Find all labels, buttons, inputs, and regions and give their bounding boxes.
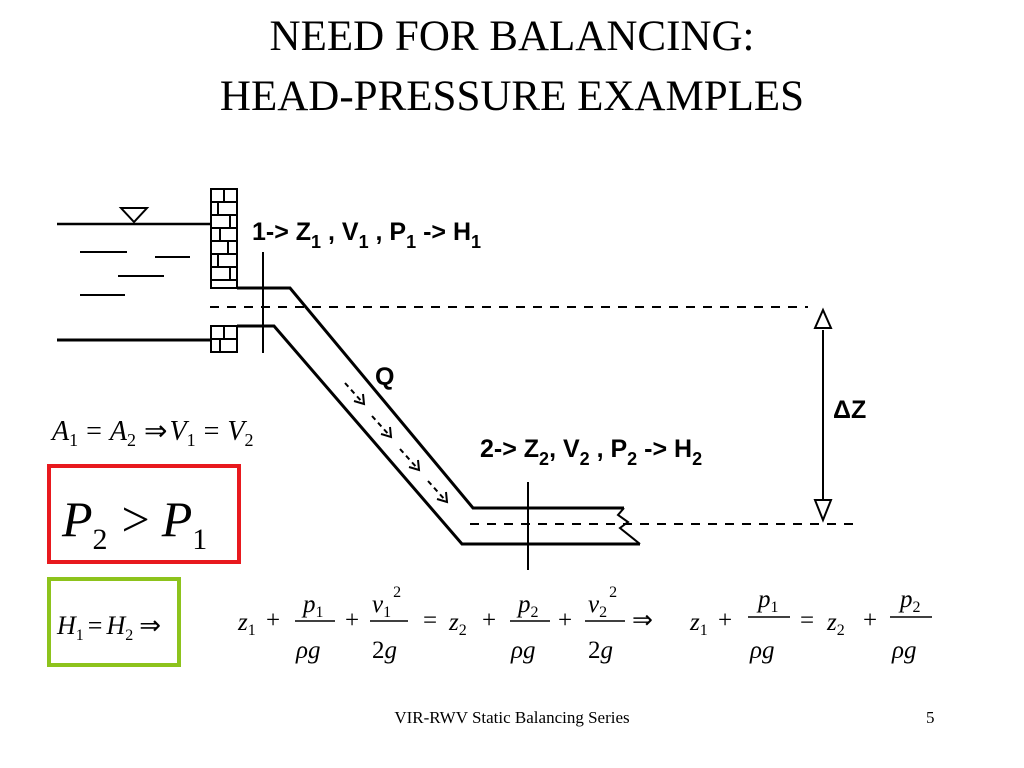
slide-title-line2: HEAD-PRESSURE EXAMPLES <box>219 73 805 120</box>
p2-numerator: p2 <box>898 586 921 616</box>
equals-sign: = <box>800 607 814 634</box>
plus-sign: + <box>266 607 280 634</box>
water-level-triangle-icon <box>118 207 150 224</box>
p1-numerator: p1 <box>301 591 324 621</box>
water-level-lines <box>80 251 190 296</box>
z2-term: z2 <box>448 609 467 639</box>
plus-sign: + <box>345 607 359 634</box>
z2-term: z2 <box>826 609 845 639</box>
delta-z-down-arrow-icon <box>813 499 833 523</box>
plus-sign: + <box>482 607 496 634</box>
flow-rate-label: Q <box>375 363 394 391</box>
z1-term: z1 <box>237 609 256 639</box>
two-g-denominator: 2g <box>372 637 397 664</box>
pipe <box>237 286 640 546</box>
point-1-label: 1-> Z1 , V1 , P1 -> H1 <box>252 218 481 252</box>
footer-series-title: VIR-RWV Static Balancing Series <box>394 708 630 727</box>
two-g-denominator: 2g <box>588 637 613 664</box>
page-number: 5 <box>926 708 935 727</box>
plus-sign: + <box>863 607 877 634</box>
head-equality-equation: H1=H2⇒ <box>56 611 161 644</box>
plus-sign: + <box>558 607 572 634</box>
bernoulli-equation: z1 + p1 ρg + v12 2g = z2 + p2 ρg + v22 2… <box>237 584 932 664</box>
delta-z-label: ΔZ <box>833 396 866 424</box>
v1-squared-numerator: v12 <box>372 584 401 621</box>
z1-term: z1 <box>689 609 708 639</box>
rho-g-denominator: ρg <box>510 637 536 664</box>
delta-z-up-arrow-icon <box>813 307 833 329</box>
slide-title-line1: NEED FOR BALANCING: <box>269 13 755 60</box>
head-equality-box <box>47 577 181 667</box>
equals-sign: = <box>423 607 437 634</box>
pipe-break-mark <box>616 507 641 545</box>
reservoir-wall <box>210 188 238 353</box>
rho-g-denominator: ρg <box>295 637 321 664</box>
pressure-comparison-equation: P2>P1 <box>61 491 207 556</box>
rho-g-denominator: ρg <box>749 637 775 664</box>
flow-arrows <box>344 382 449 504</box>
v2-squared-numerator: v22 <box>588 584 617 621</box>
implies-arrow: ⇒ <box>632 607 653 634</box>
p1-numerator: p1 <box>756 586 779 616</box>
plus-sign: + <box>718 607 732 634</box>
point-2-label: 2-> Z2, V2 , P2 -> H2 <box>480 435 702 469</box>
rho-g-denominator: ρg <box>891 637 917 664</box>
pressure-comparison-box <box>47 464 241 564</box>
area-velocity-equation: A1=A2⇒V1=V2 <box>50 416 254 450</box>
p2-numerator: p2 <box>516 591 539 621</box>
